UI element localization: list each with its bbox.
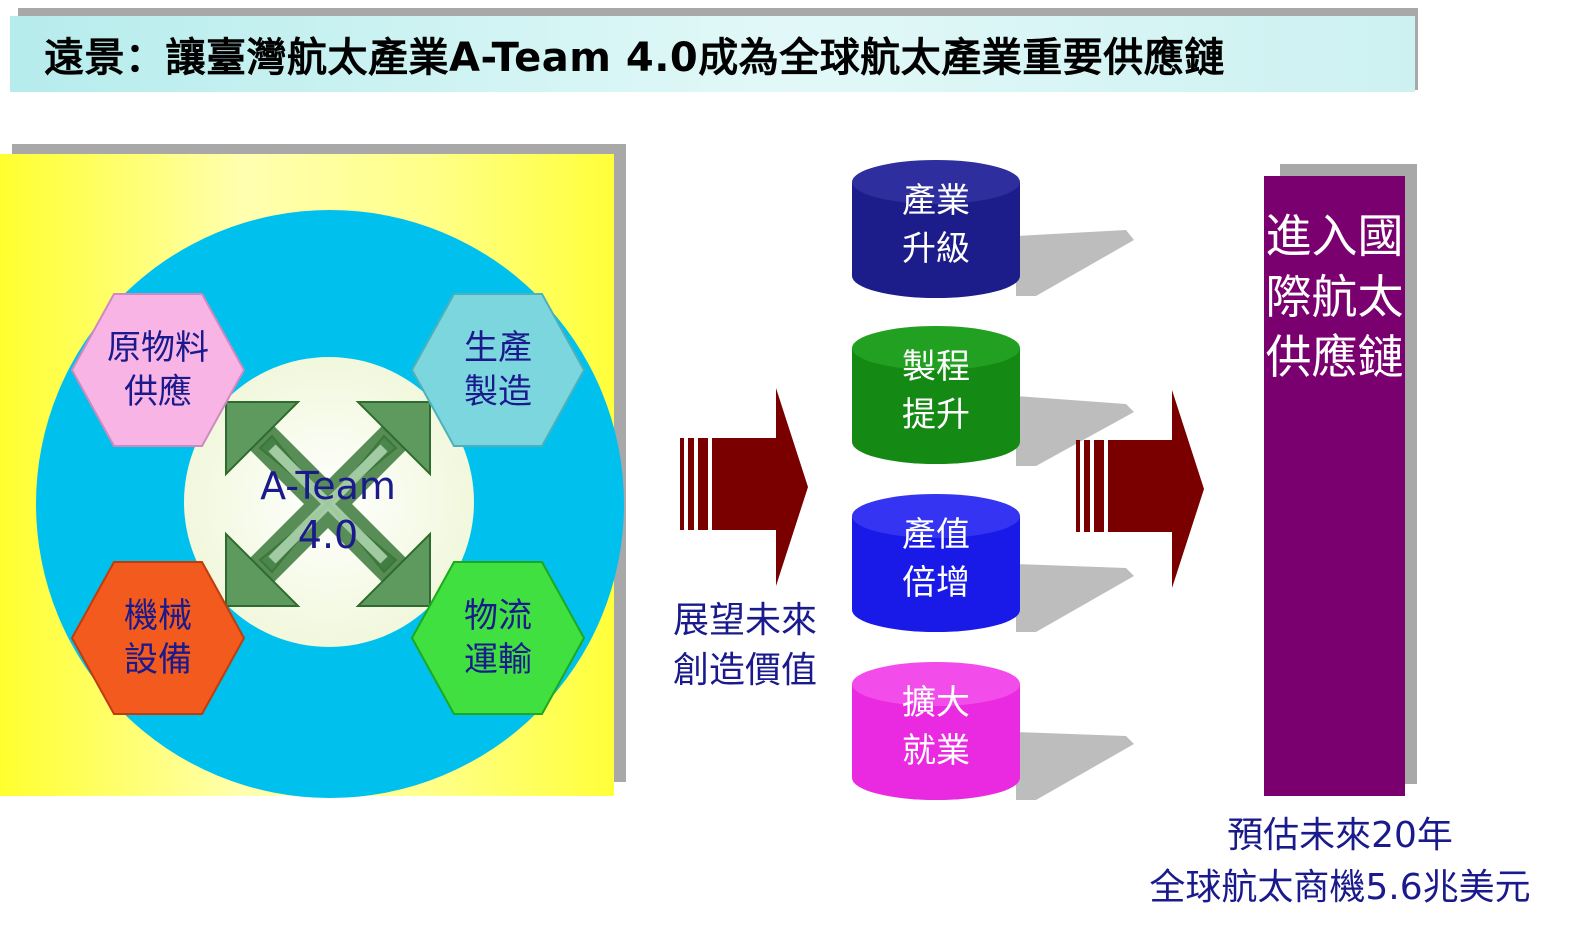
- title-banner: 遠景：讓臺灣航太產業A-Team 4.0成為全球航太產業重要供應鏈: [10, 16, 1415, 92]
- outcome-label: 擴大 就業: [902, 683, 970, 771]
- hex-production-label: 生產 製造: [464, 327, 532, 412]
- middle-caption: 展望未來 創造價值: [672, 600, 817, 692]
- hexagon-shape: [410, 561, 586, 715]
- cylinder-shape: [852, 326, 1020, 464]
- outcome-cylinder-process: 製程 提升: [850, 324, 1022, 466]
- hex-raw-materials: 原物料 供應: [70, 292, 246, 448]
- hex-production: 生產 製造: [410, 292, 586, 448]
- hex-logistics: 物流 運輸: [410, 560, 586, 716]
- cylinder-shadow: [1016, 732, 1134, 800]
- flow-arrow-1: [680, 388, 808, 586]
- outcome-cylinder-value: 產值 倍增: [850, 492, 1022, 634]
- cylinder-shape: [852, 494, 1020, 632]
- outcome-label: 產值 倍增: [902, 515, 970, 603]
- outcome-cylinder-upgrade: 產業 升級: [850, 158, 1022, 300]
- hex-logistics-label: 物流 運輸: [464, 595, 532, 680]
- outcome-label: 製程 提升: [902, 347, 970, 435]
- outcome-label: 產業 升級: [902, 181, 970, 269]
- four-way-arrows: [225, 401, 431, 607]
- hexagon-shape: [70, 561, 246, 715]
- hub-center-label: A-Team 4.0: [260, 464, 396, 558]
- page-title: 遠景：讓臺灣航太產業A-Team 4.0成為全球航太產業重要供應鏈: [44, 35, 1225, 81]
- goal-column: 進入國際航太供應鏈: [1264, 176, 1405, 796]
- goal-label: 進入國際航太供應鏈: [1265, 209, 1404, 384]
- hex-raw-materials-label: 原物料 供應: [107, 327, 209, 412]
- cylinder-shadow: [1016, 230, 1134, 296]
- cylinder-shadow: [1016, 396, 1134, 466]
- cylinder-shape: [852, 662, 1020, 800]
- cylinder-shape: [852, 160, 1020, 298]
- flow-arrow-2: [1076, 390, 1204, 588]
- cylinder-shadow: [1016, 564, 1134, 632]
- hexagon-shape: [70, 293, 246, 447]
- hex-machinery-label: 機械 設備: [124, 595, 192, 680]
- hex-machinery: 機械 設備: [70, 560, 246, 716]
- forecast-caption: 預估未來20年 全球航太商機5.6兆美元: [1149, 815, 1531, 909]
- outcome-cylinder-employment: 擴大 就業: [850, 660, 1022, 802]
- hexagon-shape: [410, 293, 586, 447]
